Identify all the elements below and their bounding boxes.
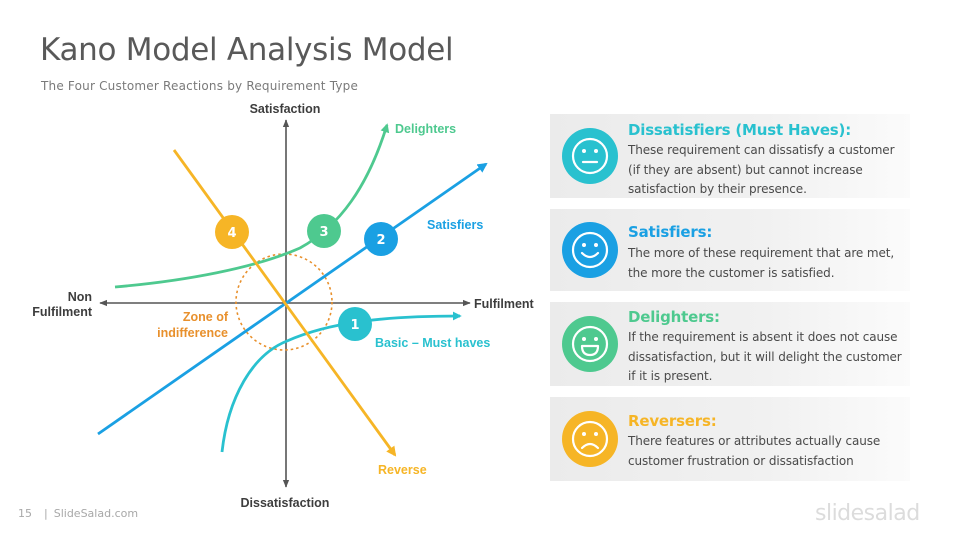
badge-2: 2 xyxy=(364,222,398,256)
card-body: If the requirement is absent it does not… xyxy=(628,328,913,387)
badge-3: 3 xyxy=(307,214,341,248)
card-satisfiers: Satisfiers: The more of these requiremen… xyxy=(550,209,910,291)
axis-label-dissatisfaction: Dissatisfaction xyxy=(241,496,330,510)
axis-label-satisfaction: Satisfaction xyxy=(250,102,321,116)
smile-face-icon xyxy=(571,231,609,269)
card-body-line: customer frustration or dissatisfaction xyxy=(628,453,854,468)
card-title: Satisfiers: xyxy=(628,223,713,241)
grin-face-icon xyxy=(571,325,609,363)
badge-1-label: 1 xyxy=(350,318,359,333)
satisfiers-line xyxy=(97,162,488,436)
card-body-line: if it is present. xyxy=(628,369,713,383)
card-title: Dissatisfiers (Must Haves): xyxy=(628,121,851,139)
basic-must-haves-label: Basic – Must haves xyxy=(375,336,490,350)
slide-title: Kano Model Analysis Model xyxy=(40,32,454,68)
satisfiers-label: Satisfiers xyxy=(427,218,483,232)
brand-logo: slidesalad xyxy=(815,501,920,526)
card-icon-circle xyxy=(562,316,618,372)
basic-must-haves-curve xyxy=(220,311,462,453)
card-body-line: satisfaction by their presence. xyxy=(628,182,807,196)
axis-label-fulfilment: Fulfilment xyxy=(474,297,535,311)
card-body-line: There features or attributes actually ca… xyxy=(628,434,881,448)
footer-separator: | xyxy=(44,507,48,520)
card-icon-circle xyxy=(562,222,618,278)
axis-label-non-fulfilment-line1: Non xyxy=(68,290,92,304)
card-icon-circle xyxy=(562,128,618,184)
card-body: These requirement can dissatisfy a custo… xyxy=(628,141,913,200)
card-body-line: These requirement can dissatisfy a custo… xyxy=(628,143,895,157)
reverse-label: Reverse xyxy=(378,463,427,477)
reverse-line xyxy=(172,149,397,457)
sad-face-icon xyxy=(571,420,609,458)
card-body: The more of these requirement that are m… xyxy=(628,244,913,283)
card-dissatisfiers: Dissatisfiers (Must Haves): These requir… xyxy=(550,114,910,198)
card-body-line: dissatisfaction, but it will delight the… xyxy=(628,349,902,364)
card-body-line: The more of these requirement that are m… xyxy=(628,246,895,260)
card-icon-circle xyxy=(562,411,618,467)
zone-label-line2: indifference xyxy=(157,326,228,340)
neutral-face-icon xyxy=(571,137,609,175)
delighters-curve xyxy=(114,123,390,289)
card-body-line: If the requirement is absent it does not… xyxy=(628,330,898,344)
badge-1: 1 xyxy=(338,307,372,341)
zone-label-line1: Zone of xyxy=(183,310,229,324)
card-title: Reversers: xyxy=(628,412,717,430)
card-body-line: (if they are absent) but cannot increase xyxy=(628,162,863,177)
slide-subtitle: The Four Customer Reactions by Requireme… xyxy=(41,79,359,93)
axis-label-non-fulfilment-line2: Fulfilment xyxy=(32,305,93,319)
footer: 15 | SlideSalad.com xyxy=(18,507,138,520)
footer-site: SlideSalad.com xyxy=(53,507,139,520)
badge-2-label: 2 xyxy=(376,233,385,248)
card-reversers: Reversers: There features or attributes … xyxy=(550,397,910,481)
card-body: There features or attributes actually ca… xyxy=(628,432,913,471)
page-number: 15 xyxy=(18,507,32,520)
delighters-label: Delighters xyxy=(395,122,456,136)
badge-4: 4 xyxy=(215,215,249,249)
badge-3-label: 3 xyxy=(319,225,328,240)
card-title: Delighters: xyxy=(628,308,720,326)
card-body-line: the more the customer is satisfied. xyxy=(628,265,835,280)
card-delighters: Delighters: If the requirement is absent… xyxy=(550,302,910,386)
badge-4-label: 4 xyxy=(227,226,236,241)
